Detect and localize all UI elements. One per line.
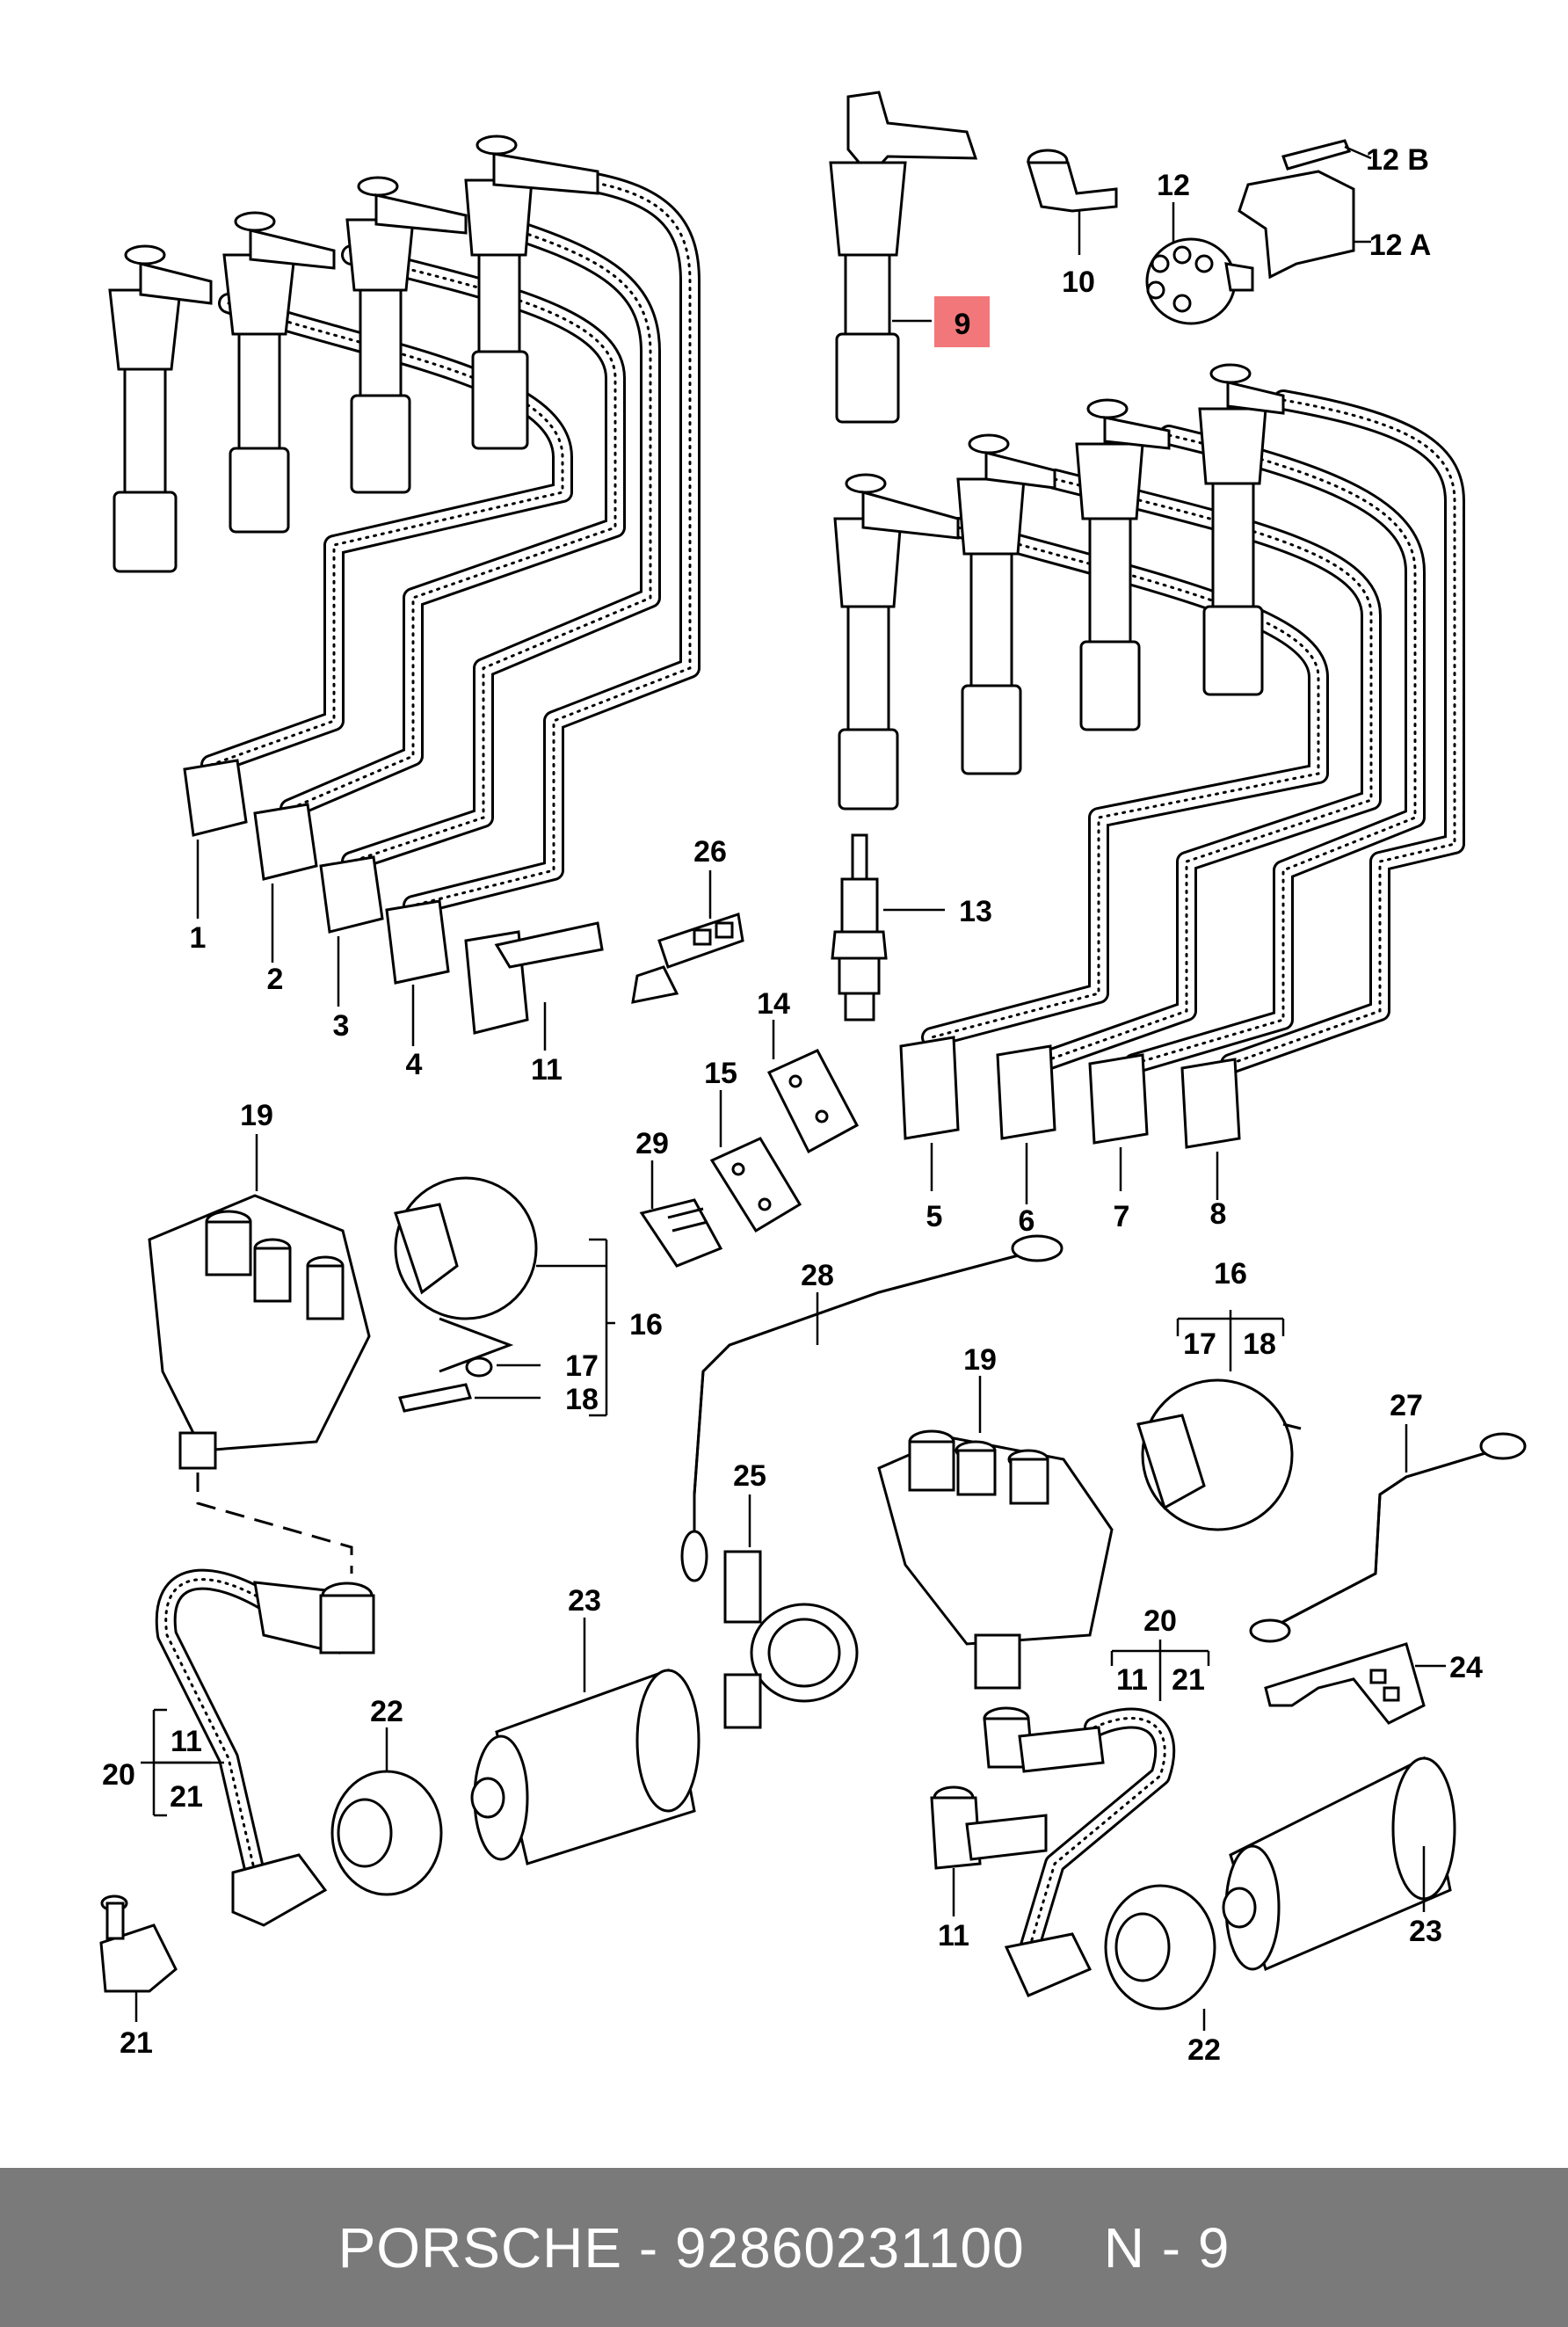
callout-labels: 1 2 3 4 11 5 6 7 8 9 10 12 12 A 12 B 13 …	[102, 143, 1483, 2067]
callout-6: 6	[1019, 1204, 1035, 1238]
plug-connector-b	[222, 211, 336, 534]
callout-7: 7	[1114, 1200, 1130, 1233]
callout-18-left: 18	[565, 1383, 599, 1416]
plug-connector-a	[108, 244, 213, 573]
part-20-right-lead	[983, 1706, 1176, 1997]
callout-4: 4	[406, 1048, 423, 1081]
callout-leads-right	[930, 1143, 1219, 1204]
ignition-parts-diagram: 1 2 3 4 11 5 6 7 8 9 10 12 12 A 12 B 13 …	[99, 91, 1527, 2067]
callout-20-left: 20	[102, 1758, 135, 1792]
callout-1: 1	[190, 921, 207, 955]
callout-13: 13	[959, 895, 992, 928]
callout-22-right: 22	[1187, 2033, 1221, 2067]
part-17-18-left	[398, 1317, 541, 1413]
bracket-20-left	[141, 1708, 224, 1817]
callout-12: 12	[1157, 169, 1190, 202]
callout-11-top: 11	[531, 1053, 563, 1087]
callout-28: 28	[801, 1259, 834, 1292]
callout-16-left: 16	[629, 1308, 663, 1342]
part-14	[766, 1020, 860, 1154]
footer-part-number: PORSCHE - 92860231100	[338, 2215, 1025, 2280]
callout-23-right: 23	[1409, 1915, 1442, 1948]
callout-20-right: 20	[1143, 1604, 1177, 1638]
right-coil-end-connectors	[899, 1036, 1241, 1149]
callout-25: 25	[733, 1459, 766, 1493]
part-22-right	[1104, 1884, 1216, 2031]
dashed-link-left	[196, 1473, 353, 1574]
callout-10: 10	[1062, 265, 1095, 299]
callout-9: 9	[955, 308, 971, 341]
callout-21-left: 21	[120, 2026, 153, 2060]
callout-21-right-bracket: 21	[1172, 1663, 1205, 1697]
part-27-strap	[1249, 1424, 1527, 1643]
part-19-distributor-right	[877, 1376, 1114, 1690]
plug-connector-d	[464, 135, 599, 450]
footer-position: N - 9	[1103, 2215, 1230, 2280]
footer-bar: PORSCHE - 92860231100 N - 9	[0, 2168, 1568, 2327]
right-plug-connectors	[833, 363, 1285, 811]
right-cable-set	[921, 389, 1465, 1074]
callout-18-right: 18	[1243, 1327, 1276, 1361]
part-15	[709, 1090, 802, 1233]
part-28-strap	[680, 1234, 1063, 1582]
part-22-left	[330, 1727, 443, 1896]
callout-27: 27	[1390, 1389, 1423, 1422]
callout-19-right: 19	[963, 1343, 997, 1377]
part-26	[631, 870, 744, 1004]
callout-11-right-bracket: 11	[1116, 1663, 1148, 1697]
part-12a	[1238, 170, 1371, 280]
callout-12b: 12 B	[1366, 143, 1429, 177]
callout-26: 26	[693, 835, 727, 869]
part-20-left-lead	[155, 1568, 375, 1927]
part-10	[1026, 149, 1118, 255]
callout-11-right: 11	[938, 1919, 969, 1952]
callout-leads-left	[196, 840, 547, 1051]
callout-15: 15	[704, 1057, 737, 1090]
part-9-plug-connector	[829, 91, 978, 424]
callout-29: 29	[635, 1127, 669, 1160]
part-23-right	[1222, 1756, 1456, 1972]
callout-17-right: 17	[1183, 1327, 1216, 1361]
part-13-spark-plug	[831, 833, 945, 1022]
callout-2: 2	[267, 963, 284, 996]
plug-connector-c	[345, 176, 468, 494]
callout-5: 5	[926, 1200, 943, 1233]
part-19-distributor-left	[148, 1134, 371, 1470]
callout-21-left-bracket: 21	[170, 1780, 203, 1814]
part-21-left	[99, 1894, 178, 2022]
callout-8: 8	[1210, 1197, 1227, 1231]
part-12	[1145, 202, 1254, 325]
callout-22-left: 22	[370, 1695, 403, 1728]
callout-24: 24	[1449, 1651, 1483, 1684]
callout-23-left: 23	[568, 1584, 601, 1618]
part-23-left	[470, 1618, 701, 1865]
left-plug-connectors	[108, 135, 599, 573]
part-11-right-connector	[930, 1785, 1048, 1916]
bracket-20-right	[1110, 1640, 1210, 1701]
callout-19-left: 19	[240, 1099, 273, 1132]
part-16-right	[1136, 1310, 1302, 1531]
callout-11-left-bracket: 11	[171, 1725, 202, 1758]
highlight-box-9	[934, 296, 990, 347]
part-25-bracket	[723, 1494, 859, 1729]
part-24-clamp	[1264, 1642, 1446, 1725]
callout-14: 14	[757, 987, 790, 1021]
left-coil-end-connectors	[183, 759, 604, 1035]
left-cable-set	[200, 170, 701, 916]
callout-17-left: 17	[565, 1349, 599, 1383]
callout-12a: 12 A	[1369, 229, 1432, 262]
callout-16-right: 16	[1214, 1257, 1247, 1291]
callout-3: 3	[333, 1009, 350, 1043]
part-16-left	[394, 1176, 615, 1417]
part-29	[639, 1160, 723, 1268]
part-12b	[1281, 139, 1372, 171]
